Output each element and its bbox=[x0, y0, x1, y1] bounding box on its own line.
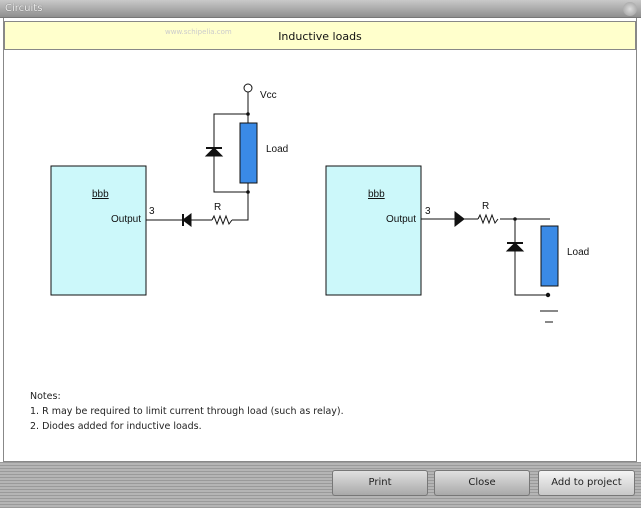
wire bbox=[146, 113, 249, 221]
chip-box bbox=[325, 165, 422, 296]
add-to-project-button[interactable]: Add to project bbox=[538, 470, 635, 496]
circuit-title: Inductive loads bbox=[278, 30, 362, 43]
load-label: Load bbox=[266, 144, 288, 155]
circuit-title-bar: www.schipelia.com Inductive loads bbox=[4, 21, 636, 50]
print-button[interactable]: Print bbox=[332, 470, 428, 496]
pin-number: 3 bbox=[425, 206, 431, 217]
wire bbox=[421, 218, 550, 296]
window-title: Circuits bbox=[5, 3, 43, 14]
notes: Notes: 1. R may be required to limit cur… bbox=[30, 389, 344, 434]
resistor-label: R bbox=[214, 202, 221, 213]
diode-icon bbox=[204, 147, 224, 157]
resistor-icon bbox=[211, 214, 233, 226]
resistor-label: R bbox=[482, 201, 489, 212]
title-bar: Circuits bbox=[0, 0, 641, 18]
circuit-right: bbb Output 3 R Load bbox=[325, 165, 589, 323]
close-icon[interactable] bbox=[623, 2, 637, 16]
close-button[interactable]: Close bbox=[434, 470, 530, 496]
watermark: www.schipelia.com bbox=[165, 28, 232, 36]
load-label: Load bbox=[567, 247, 589, 258]
circuit-left: bbb Output 3 R Vcc Load bbox=[50, 83, 288, 296]
note-item: 2. Diodes added for inductive loads. bbox=[30, 421, 202, 432]
notes-title: Notes: bbox=[30, 391, 61, 402]
chip-box bbox=[50, 165, 147, 296]
chip-label: bbb bbox=[368, 189, 385, 200]
vcc-terminal bbox=[243, 83, 253, 93]
pin-label: Output bbox=[111, 214, 141, 225]
ground-icon bbox=[540, 310, 558, 323]
load-block bbox=[239, 122, 258, 184]
footer-bar: Print Close Add to project bbox=[0, 462, 641, 508]
note-item: 1. R may be required to limit current th… bbox=[30, 406, 344, 417]
pin-label: Output bbox=[386, 214, 416, 225]
chip-label: bbb bbox=[92, 189, 109, 200]
resistor-icon bbox=[477, 213, 499, 225]
load-block bbox=[540, 225, 559, 287]
diode-icon bbox=[182, 213, 192, 227]
diode-icon bbox=[505, 242, 525, 252]
pin-number: 3 bbox=[149, 206, 155, 217]
vcc-label: Vcc bbox=[260, 90, 277, 101]
diode-icon bbox=[454, 210, 465, 228]
